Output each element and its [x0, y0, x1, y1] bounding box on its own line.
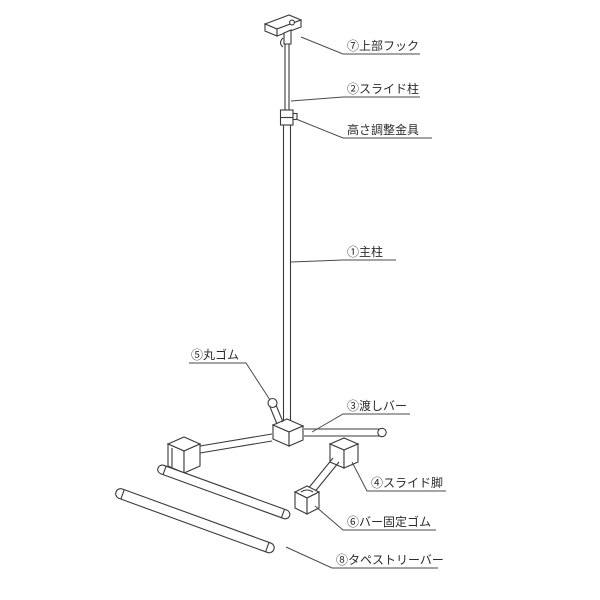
- tapestry-bar-2-drawing: [115, 488, 275, 554]
- slide-leg-drawing: [306, 437, 360, 495]
- slide-pillar-drawing: [284, 43, 290, 112]
- label-round-rubber: ⑤丸ゴム: [191, 347, 239, 362]
- label-bar-fixing-rubber: ⑥バー固定ゴム: [347, 514, 431, 529]
- labels: ⑦上部フック ②スライド柱 高さ調整金具 ①主柱 ⑤丸ゴム ③渡しバー ④スライ…: [191, 38, 444, 567]
- main-pillar-drawing: [282, 125, 292, 428]
- bar-fixing-rubber-drawing: [293, 485, 321, 515]
- left-foot-drawing: [166, 436, 202, 474]
- round-rubber-drawing: [267, 397, 284, 425]
- label-cross-bar: ③渡しバー: [347, 398, 407, 413]
- label-top-hook: ⑦上部フック: [347, 38, 419, 53]
- leader-lines: [189, 36, 446, 569]
- label-height-adjuster: 高さ調整金具: [347, 122, 419, 137]
- top-hook-drawing: [263, 14, 303, 48]
- height-adjuster-drawing: [279, 109, 298, 126]
- label-tapestry-bar: ⑧タペストリーバー: [336, 553, 444, 567]
- label-slide-pillar: ②スライド柱: [347, 81, 419, 96]
- label-slide-leg: ④スライド脚: [371, 475, 443, 490]
- tapestry-bar-1-drawing: [157, 464, 291, 520]
- label-main-pillar: ①主柱: [347, 244, 383, 259]
- pillar-base-hub-drawing: [271, 418, 305, 447]
